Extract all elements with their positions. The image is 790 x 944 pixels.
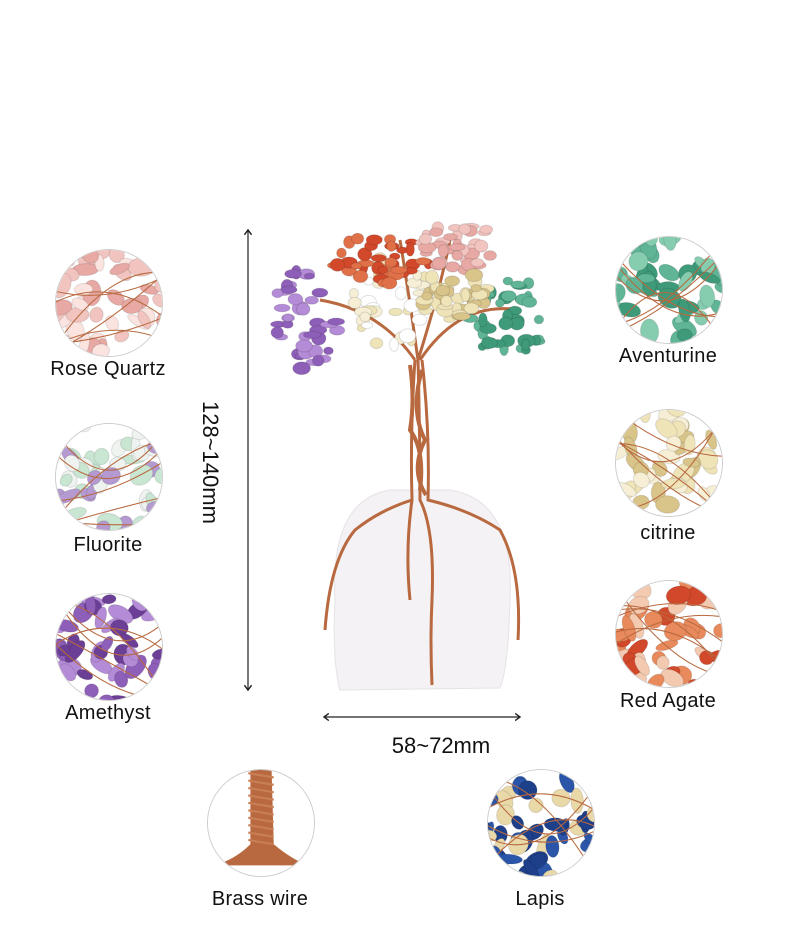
gem-chip [347,296,362,309]
gem-chip [470,284,482,293]
gem-chip [329,257,346,272]
gem-chip [389,265,408,275]
gem-chip [350,232,365,245]
gem-chip [458,223,472,235]
gem-chip [435,284,451,297]
gem-chip [311,287,329,298]
gem-chip [384,256,398,268]
crystal-tree-image [270,221,546,691]
gem-chip [350,262,363,270]
gem-chip [498,316,514,331]
gem-chip [533,314,545,325]
gem-chip [352,269,369,284]
gem-chip [452,312,471,321]
gem-chip [359,311,371,323]
width-dimension-label: 58~72mm [391,733,491,758]
gem-chip [521,296,538,308]
gem-chip [510,280,526,289]
gem-chip [494,298,505,308]
fluorite-label: Fluorite [73,534,143,556]
gem-chip [386,240,397,252]
gem-chip [431,257,447,270]
gem-chip [388,307,403,317]
gem-chip [415,256,431,266]
gem-chip [502,276,514,286]
gem-chip [421,291,433,301]
gem-chip [304,295,319,305]
gem-chip [451,250,464,261]
lapis-label: Lapis [515,888,565,910]
gem-chip [357,247,373,262]
red-agate-label: Red Agate [619,690,717,712]
gem-chip [448,243,466,252]
gem-chip [287,293,304,306]
gem-chip [477,312,488,328]
gem-chip [284,269,302,279]
gem-chip [500,290,517,303]
gem-chip [405,242,415,257]
aventurine-label: Aventurine [618,345,718,367]
gem-chip [444,275,461,287]
height-dimension-label: 128~140mm [198,401,223,524]
gem-chip [273,303,291,313]
gem-chip [474,239,489,253]
gem-chip [295,339,314,353]
gem-chip [464,268,484,283]
amethyst-label: Amethyst [65,702,151,724]
gem-chip [470,258,485,268]
gem-chip [303,272,316,280]
brass-wire-swatch [207,769,315,877]
gem-chip [460,288,471,303]
lapis-swatch [487,769,595,877]
gem-chip [463,302,480,315]
gem-chip [302,330,322,339]
gem-chip [429,227,444,238]
gem-chip [327,317,346,326]
gem-chip [437,244,449,258]
gem-chip [418,233,433,245]
gem-chip [295,302,311,316]
gem-chip [443,232,458,241]
gem-chip [323,346,334,356]
gem-chip [370,253,387,263]
citrine-swatch [615,409,723,517]
gem-chip [479,224,494,235]
gem-chip [360,321,374,330]
rose-quartz-label: Rose Quartz [50,358,166,380]
gem-chip [483,250,497,261]
gem-chip [311,354,325,367]
gem-chip [445,261,461,273]
amethyst-swatch [55,593,163,701]
gem-chip [365,234,383,246]
gem-chip [369,337,384,350]
red-agate-swatch [615,580,723,688]
brass-wire-label: Brass wire [211,888,309,910]
gem-chip [398,328,417,344]
gem-chip [389,337,399,352]
gem-chip [411,313,428,326]
fluorite-swatch [55,423,163,531]
gem-chip [336,247,347,259]
gem-chip [377,265,389,275]
gem-chip [480,336,499,350]
gem-chip [394,286,408,301]
gem-chip [440,294,453,308]
gem-chip [425,269,439,285]
gem-chip [282,313,294,323]
gem-chip [271,288,284,299]
gem-chip [270,326,284,339]
rose-quartz-swatch [55,249,163,357]
gem-chip [292,361,311,376]
aventurine-swatch [615,236,723,344]
citrine-label: citrine [640,522,696,544]
gem-chip [521,338,531,351]
gem-chip [381,276,398,290]
